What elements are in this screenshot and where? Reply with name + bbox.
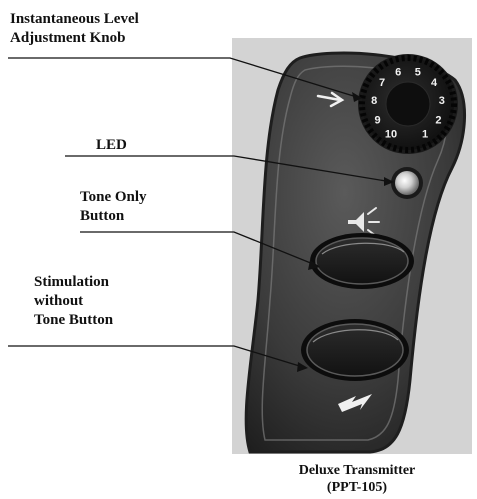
tone-only-button xyxy=(310,233,414,289)
knob-label: Instantaneous Level Adjustment Knob xyxy=(10,10,139,48)
tone-label-line-1: Tone Only xyxy=(80,188,147,207)
knob-number: 5 xyxy=(415,66,421,78)
knob-number: 7 xyxy=(379,77,385,89)
tone-label-line-2: Button xyxy=(80,207,147,226)
led-light xyxy=(391,167,423,199)
stim-label-line-3: Tone Button xyxy=(34,311,113,330)
knob-number: 10 xyxy=(385,128,397,140)
stimulation-button xyxy=(301,319,409,381)
knob-label-line-2: Adjustment Knob xyxy=(10,29,139,48)
knob-label-line-1: Instantaneous Level xyxy=(10,10,139,29)
led-label: LED xyxy=(96,136,127,155)
led-label-line-1: LED xyxy=(96,136,127,155)
knob-number: 9 xyxy=(375,114,381,126)
knob-number: 3 xyxy=(439,95,445,107)
knob-number: 8 xyxy=(371,95,377,107)
stim-label-line-2: without xyxy=(34,292,113,311)
tone-button-label: Tone Only Button xyxy=(80,188,147,226)
knob-number: 4 xyxy=(431,77,438,89)
stim-button-label: Stimulation without Tone Button xyxy=(34,273,113,330)
knob-number: 2 xyxy=(435,114,441,126)
caption-title: Deluxe Transmitter xyxy=(252,462,462,480)
knob-number: 1 xyxy=(422,128,428,140)
stim-label-line-1: Stimulation xyxy=(34,273,113,292)
level-adjustment-knob: 10 9 876 543 21 xyxy=(358,54,458,154)
knob-number: 6 xyxy=(395,66,401,78)
caption-model: (PPT-105) xyxy=(252,479,462,497)
